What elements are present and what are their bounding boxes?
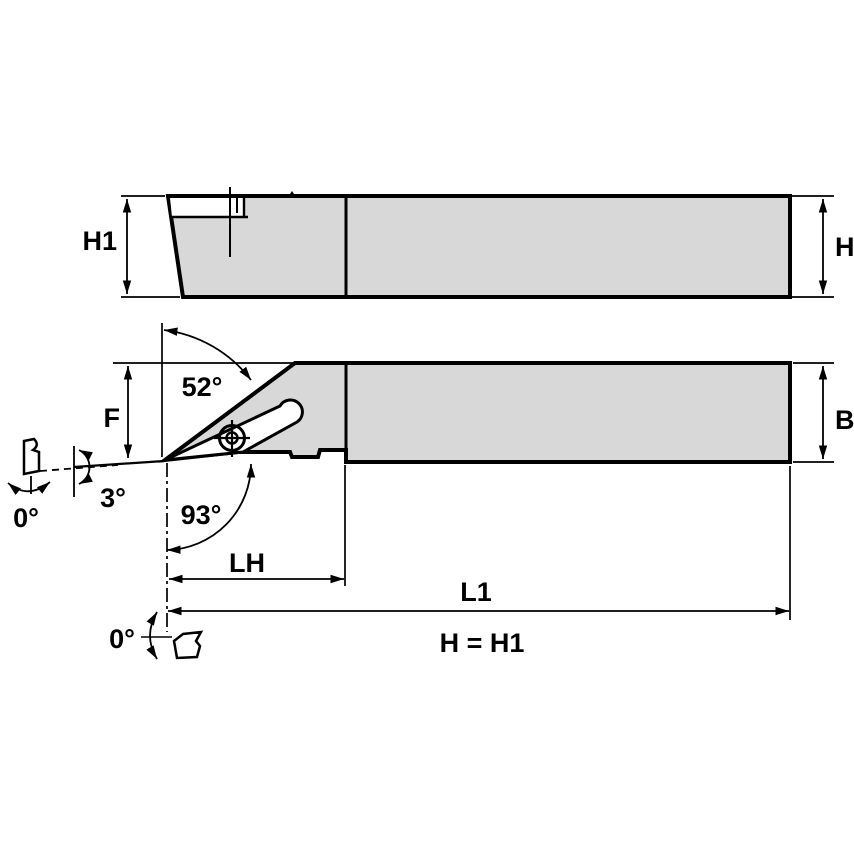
clearance-left: 0° [7, 437, 51, 533]
lh-label: LH [229, 548, 265, 578]
h1-label: H1 [82, 226, 117, 256]
angle-52-label: 52° [182, 372, 223, 402]
angle-52: 52° [161, 323, 252, 457]
screw-target-icon [214, 420, 250, 457]
plan-view-body [157, 361, 792, 464]
dim-h1: H1 [82, 195, 180, 298]
dim-b: B [793, 362, 854, 463]
side-view-pocket [170, 198, 244, 217]
dim-lh: LH [169, 465, 346, 586]
arc-52 [163, 327, 252, 381]
edge-3deg-line [73, 459, 165, 469]
height-equation-note: H = H1 [440, 628, 525, 658]
angle-0-left-label: 0° [13, 503, 39, 533]
insert-tip-bump [288, 191, 296, 197]
b-label: B [835, 405, 854, 435]
clearance-bottom: 0° [109, 611, 204, 660]
angle-0-bottom-label: 0° [109, 624, 135, 654]
h-label: H [835, 232, 854, 262]
f-label: F [104, 403, 121, 433]
dim-l1: L1 [168, 466, 791, 620]
side-view-body [165, 194, 792, 299]
insert-outline [164, 398, 304, 462]
clearance-bottom-arc [146, 611, 158, 660]
dim-h: H [792, 195, 854, 298]
insert-section-icon-left [22, 437, 41, 476]
angle-3-label: 3° [100, 483, 126, 513]
l1-label: L1 [460, 577, 492, 607]
plan-view: B F 52° 93° 3° [7, 323, 854, 660]
angle-93: 93° [166, 463, 256, 554]
side-view: H1 H [82, 187, 854, 299]
arc-3 [78, 449, 93, 485]
insert-section-icon-bottom [172, 630, 204, 660]
clearance-left-arc [7, 481, 51, 495]
angle-3: 3° [39, 446, 165, 513]
arc-93 [166, 463, 256, 554]
angle-93-label: 93° [181, 500, 222, 530]
